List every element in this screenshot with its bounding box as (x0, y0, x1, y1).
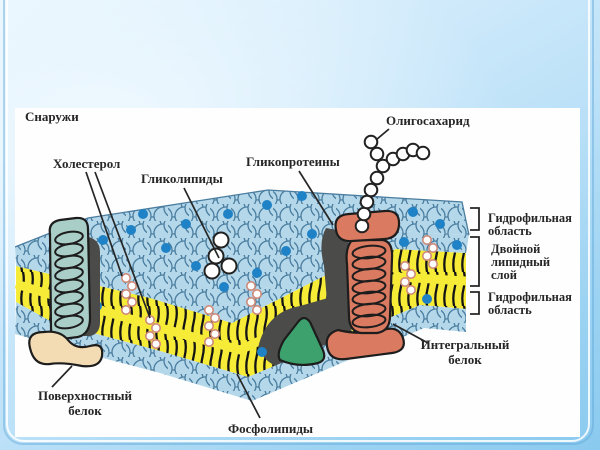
integral-protein-shadow (321, 228, 352, 352)
leader-glycoproteins (298, 170, 334, 226)
label-hydrophilic-top-1: Гидрофильная (488, 211, 572, 225)
label-bilayer-2: липидный (491, 255, 550, 269)
leader-phospholipids (236, 373, 261, 419)
label-outside: Снаружи (25, 109, 79, 124)
label-hydrophilic-bottom-1: Гидрофильная (488, 290, 572, 304)
label-glycolipids: Гликолипиды (141, 171, 223, 186)
bracket-hydrophilic-top (470, 207, 480, 231)
leader-surface-protein (51, 365, 73, 388)
oligosaccharide-chain (354, 134, 431, 234)
membrane-illustration (15, 134, 470, 401)
label-cholesterol: Холестерол (53, 156, 120, 171)
glycolipid-sugars (203, 231, 238, 280)
label-bilayer-1: Двойной (491, 242, 540, 256)
label-integral-protein-2: белок (448, 352, 482, 367)
surface-protein (28, 330, 104, 368)
label-phospholipids: Фосфолипиды (228, 421, 313, 436)
label-integral-protein-1: Интегральный (421, 337, 510, 352)
integral-protein-body (345, 238, 394, 335)
green-protein (277, 316, 326, 367)
leader-cholesterol-2 (94, 171, 151, 319)
leader-cholesterol-1 (85, 171, 123, 277)
integral-protein-coils (351, 244, 387, 329)
leader-glycolipids (183, 187, 220, 259)
bracket-bilayer (470, 236, 480, 287)
leader-integral-protein (392, 323, 429, 344)
cholesterol-molecules (121, 235, 438, 349)
leader-oligosaccharide (375, 128, 390, 141)
annotations: Снаружи Холестерол Гликолипиды Гликопрот… (25, 109, 572, 436)
bracket-hydrophilic-bottom (470, 291, 480, 315)
label-bilayer-3: слой (491, 268, 517, 282)
label-surface-protein-2: белок (68, 403, 102, 418)
label-glycoproteins: Гликопротеины (246, 154, 340, 169)
left-protein-coils (54, 230, 84, 330)
label-oligosaccharide: Олигосахарид (386, 113, 470, 128)
label-hydrophilic-top-2: область (488, 224, 532, 238)
label-hydrophilic-bottom-2: область (488, 303, 532, 317)
label-surface-protein-1: Поверхностный (38, 388, 133, 403)
